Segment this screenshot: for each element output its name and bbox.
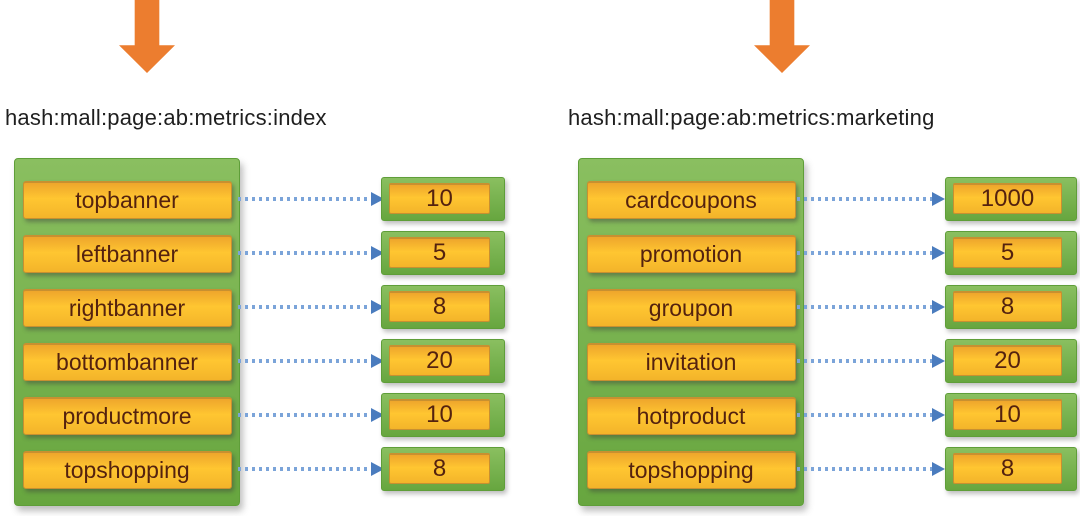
dotted-arrow-icon <box>238 450 384 488</box>
hash-value: 8 <box>953 291 1062 322</box>
dotted-arrow-icon <box>797 342 945 380</box>
hash-value-box: 5 <box>945 231 1077 275</box>
dotted-line <box>238 251 371 255</box>
arrowhead-icon <box>932 408 945 422</box>
arrowhead-icon <box>371 462 384 476</box>
value-column: 1000 5 8 20 10 8 <box>945 158 1077 516</box>
arrowhead-icon <box>371 300 384 314</box>
arrowhead-icon <box>932 462 945 476</box>
connector-column <box>238 158 384 506</box>
arrowhead-icon <box>932 246 945 260</box>
dotted-line <box>238 413 371 417</box>
dotted-line <box>797 359 932 363</box>
arrowhead-icon <box>371 246 384 260</box>
redis-key-label: hash:mall:page:ab:metrics:index <box>5 105 327 130</box>
down-arrow-icon <box>754 0 810 73</box>
dotted-line <box>797 467 932 471</box>
hash-field: cardcoupons <box>586 181 796 219</box>
arrowhead-icon <box>371 192 384 206</box>
hash-field: leftbanner <box>22 235 232 273</box>
dotted-arrow-icon <box>238 180 384 218</box>
hash-value: 8 <box>953 453 1062 484</box>
dotted-arrow-icon <box>238 396 384 434</box>
hash-field: productmore <box>22 397 232 435</box>
hash-value-box: 20 <box>945 339 1077 383</box>
hash-field: topshopping <box>586 451 796 489</box>
dotted-line <box>797 197 932 201</box>
hash-value: 8 <box>389 453 490 484</box>
metrics-group-marketing: hash:mall:page:ab:metrics:marketing card… <box>540 0 1080 516</box>
hash-value-box: 8 <box>945 285 1077 329</box>
hash-value-box: 8 <box>381 447 505 491</box>
hash-field: promotion <box>586 235 796 273</box>
hash-value-box: 1000 <box>945 177 1077 221</box>
hash-value: 20 <box>953 345 1062 376</box>
hash-value: 8 <box>389 291 490 322</box>
redis-key-label: hash:mall:page:ab:metrics:marketing <box>568 105 935 130</box>
hash-value-box: 8 <box>381 285 505 329</box>
hash-value-box: 5 <box>381 231 505 275</box>
dotted-line <box>797 413 932 417</box>
hash-field: hotproduct <box>586 397 796 435</box>
hash-value: 10 <box>389 183 490 214</box>
hash-value: 20 <box>389 345 490 376</box>
connector-column <box>797 158 945 506</box>
dotted-line <box>797 251 932 255</box>
hash-value: 5 <box>953 237 1062 268</box>
metrics-group-index: hash:mall:page:ab:metrics:index topbanne… <box>5 0 505 516</box>
hash-value: 1000 <box>953 183 1062 214</box>
hash-field: bottombanner <box>22 343 232 381</box>
hash-value-box: 10 <box>381 393 505 437</box>
hash-value-box: 20 <box>381 339 505 383</box>
dotted-arrow-icon <box>238 288 384 326</box>
hash-panel: cardcoupons promotion groupon invitation… <box>578 158 804 506</box>
hash-field: groupon <box>586 289 796 327</box>
arrowhead-icon <box>371 408 384 422</box>
dotted-arrow-icon <box>797 396 945 434</box>
dotted-arrow-icon <box>797 180 945 218</box>
down-arrow-icon <box>119 0 175 73</box>
hash-value-box: 10 <box>945 393 1077 437</box>
hash-field: invitation <box>586 343 796 381</box>
hash-value-box: 8 <box>945 447 1077 491</box>
value-column: 10 5 8 20 10 8 <box>381 158 505 516</box>
hash-field: rightbanner <box>22 289 232 327</box>
arrowhead-icon <box>932 192 945 206</box>
hash-value: 10 <box>389 399 490 430</box>
arrowhead-icon <box>932 354 945 368</box>
hash-value: 5 <box>389 237 490 268</box>
dotted-line <box>238 197 371 201</box>
dotted-line <box>238 305 371 309</box>
dotted-arrow-icon <box>797 234 945 272</box>
dotted-line <box>238 359 371 363</box>
dotted-line <box>238 467 371 471</box>
arrowhead-icon <box>371 354 384 368</box>
hash-field: topbanner <box>22 181 232 219</box>
dotted-arrow-icon <box>238 342 384 380</box>
dotted-arrow-icon <box>238 234 384 272</box>
hash-field: topshopping <box>22 451 232 489</box>
hash-value-box: 10 <box>381 177 505 221</box>
hash-value: 10 <box>953 399 1062 430</box>
dotted-arrow-icon <box>797 288 945 326</box>
dotted-line <box>797 305 932 309</box>
hash-panel: topbanner leftbanner rightbanner bottomb… <box>14 158 240 506</box>
arrowhead-icon <box>932 300 945 314</box>
dotted-arrow-icon <box>797 450 945 488</box>
